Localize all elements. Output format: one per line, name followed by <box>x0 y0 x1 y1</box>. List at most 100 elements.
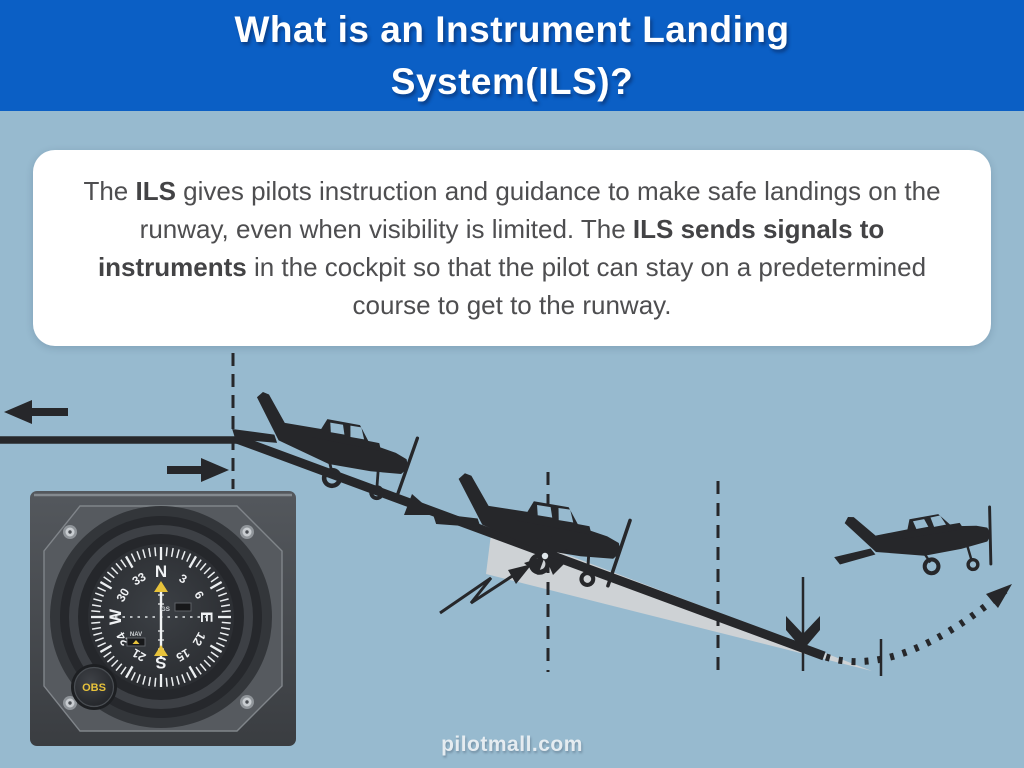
description-segment: ILS sends signals to instruments <box>97 214 885 282</box>
compass-tick <box>195 666 202 675</box>
compass-tick <box>209 644 223 653</box>
compass-tick <box>120 559 127 568</box>
compass-tick <box>219 598 229 602</box>
compass-tick <box>115 562 123 571</box>
compass-tick <box>142 675 146 685</box>
compass-tick <box>220 604 231 608</box>
compass-tick <box>203 566 212 575</box>
obs-knob: OBS <box>71 664 117 710</box>
compass-tick <box>106 571 115 579</box>
compass-tick <box>125 665 134 679</box>
compass-tick <box>199 562 207 571</box>
compass-label: 12 <box>190 630 209 649</box>
compass-tick <box>115 663 123 672</box>
compass-tick <box>99 644 113 653</box>
descend-arrowhead <box>786 616 820 650</box>
description-text: The ILS gives pilots instruction and gui… <box>33 172 991 324</box>
compass-label: N <box>155 562 167 581</box>
compass-tick <box>136 550 141 560</box>
title-banner: What is an Instrument Landing System(ILS… <box>0 0 1024 111</box>
nav-flag: NAV <box>126 632 146 647</box>
compass-tick <box>148 676 152 687</box>
compass-tick <box>186 671 192 681</box>
compass-tick <box>120 666 127 675</box>
compass-tick <box>93 598 103 602</box>
compass-tick <box>130 553 136 563</box>
missed-approach-curve <box>824 585 1011 666</box>
compass-tick <box>218 637 228 642</box>
compass-tick <box>130 671 136 681</box>
bezel-screws <box>63 525 254 710</box>
obs-label: OBS <box>82 682 106 694</box>
compass-tick <box>91 604 102 608</box>
compass-tick <box>110 659 119 668</box>
missed-approach-arrowhead <box>986 584 1012 608</box>
compass-tick <box>97 586 107 592</box>
compass-tick <box>220 626 231 630</box>
compass-tick <box>97 642 107 648</box>
compass-tick <box>207 655 216 663</box>
watermark: pilotmall.com <box>441 733 583 756</box>
compass-tick <box>110 566 119 575</box>
compass-tick <box>186 553 192 563</box>
compass-tick <box>106 655 115 663</box>
compass-tick <box>94 592 104 597</box>
page-title: What is an Instrument Landing System(ILS… <box>234 4 789 108</box>
inbound-arrow <box>167 458 229 482</box>
compass-tick <box>210 576 219 583</box>
signal-zigzag-arrow <box>439 564 532 615</box>
compass-tick <box>154 547 157 557</box>
compass-tick <box>165 547 168 557</box>
nav-label: NAV <box>130 632 142 638</box>
description-segment: in the cockpit so that the pilot can sta… <box>246 252 927 320</box>
compass-label: S <box>155 653 166 672</box>
glideslope-flag: GS <box>161 602 192 613</box>
description-segment: ILS <box>135 176 176 206</box>
glide-slope-arrowhead <box>404 494 436 515</box>
compass-tick <box>209 581 223 590</box>
description-segment: The <box>83 176 136 206</box>
compass-tick <box>148 547 152 558</box>
compass-tick <box>181 550 186 560</box>
compass-tick <box>94 637 104 642</box>
compass-tick <box>203 659 212 668</box>
compass-tick <box>181 674 186 684</box>
compass-tick <box>215 586 225 592</box>
compass-tick <box>188 555 197 569</box>
compass-tick <box>91 621 101 624</box>
compass-tick <box>215 642 225 648</box>
compass-tick <box>170 547 174 558</box>
compass-label: 21 <box>129 646 148 665</box>
title-line-1: What is an Instrument Landing <box>234 8 790 50</box>
compass-tick <box>103 576 112 583</box>
compass-tick <box>93 632 103 636</box>
compass-tick <box>218 592 228 597</box>
compass-tick <box>170 676 174 687</box>
compass-tick <box>199 663 207 672</box>
gs-label: GS <box>161 606 171 613</box>
compass-tick <box>142 549 146 559</box>
compass-tick <box>210 651 219 658</box>
compass-tick <box>165 677 168 687</box>
compass-tick <box>154 677 157 687</box>
compass-tick <box>103 651 112 658</box>
airplane-climbing <box>830 500 997 586</box>
compass-label: 30 <box>113 585 132 604</box>
compass-tick <box>207 571 216 579</box>
compass-tick <box>219 632 229 636</box>
compass-tick <box>221 610 231 613</box>
course-pointer-top <box>154 581 168 592</box>
marker-beacon-symbol <box>524 536 568 575</box>
compass-tick <box>188 665 197 679</box>
compass-tick <box>221 621 231 624</box>
compass-tick <box>176 675 180 685</box>
compass-tick <box>136 674 141 684</box>
description-card: The ILS gives pilots instruction and gui… <box>33 150 991 346</box>
course-pointer-bottom <box>154 645 168 656</box>
compass-tick <box>125 555 134 569</box>
description-segment: gives pilots instruction and guidance to… <box>139 176 941 244</box>
compass-label: 33 <box>130 569 149 588</box>
